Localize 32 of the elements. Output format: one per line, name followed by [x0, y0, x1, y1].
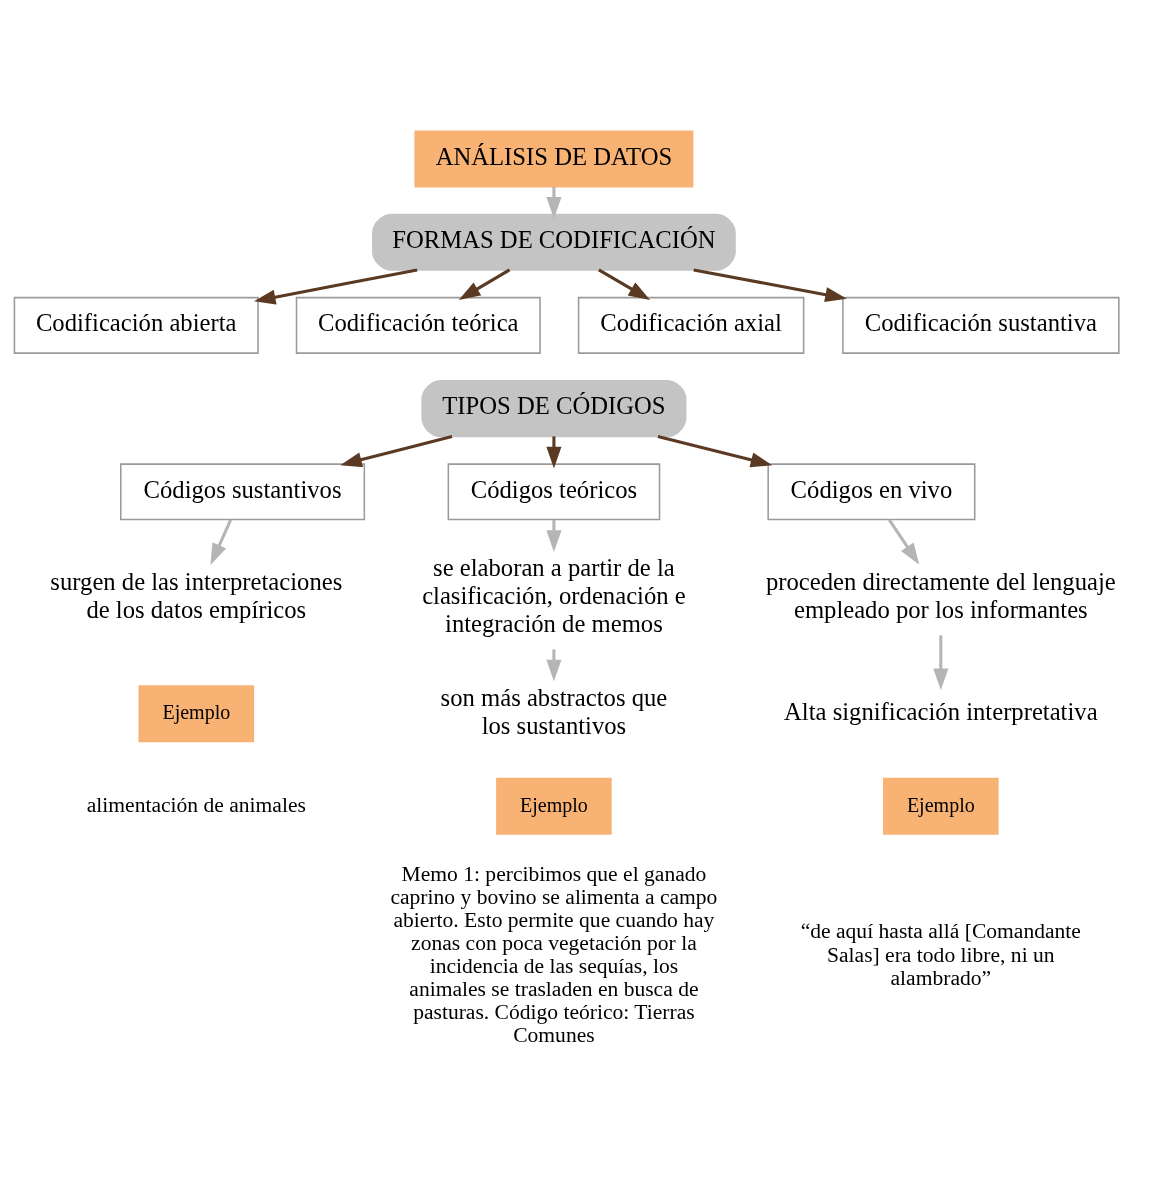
- node-box: ANÁLISIS DE DATOS: [414, 129, 694, 187]
- arrow: [693, 267, 847, 302]
- node-box: Códigos sustantivos: [120, 462, 366, 520]
- node-label: “de aquí hasta allá [Comandante Salas] era todo libre, ni un alambrado”: [800, 918, 1081, 990]
- node-box: Códigos teóricos: [447, 462, 661, 520]
- arrow: [458, 268, 511, 300]
- node-box: Códigos en vivo: [767, 462, 976, 520]
- arrow: [888, 518, 920, 565]
- node-text: Alta significación interpretativa: [784, 697, 1098, 725]
- node-box: FORMAS DE CODIFICACIÓN: [372, 213, 736, 271]
- arrow: [340, 434, 453, 467]
- node-text: son más abstractos que los sustantivos: [440, 683, 668, 739]
- arrow: [253, 267, 418, 305]
- arrow: [657, 434, 773, 467]
- node-box: Codificación axial: [577, 296, 805, 354]
- node-box: Codificación teórica: [295, 296, 541, 354]
- node-box: Ejemplo: [496, 777, 612, 835]
- arrow: [933, 634, 949, 690]
- node-box: Ejemplo: [138, 684, 255, 742]
- node-box: Ejemplo: [883, 777, 999, 835]
- arrow: [598, 268, 651, 300]
- arrow: [546, 648, 562, 681]
- node-label: alimentación de animales: [86, 792, 306, 817]
- arrow: [546, 435, 562, 468]
- arrow: [210, 518, 233, 565]
- node-text: se elaboran a partir de la clasificación, ordenación e integración de memos: [422, 553, 686, 637]
- node-box: TIPOS DE CÓDIGOS: [421, 379, 687, 437]
- node-box: Codificación abierta: [13, 296, 259, 354]
- node-label: Memo 1: percibimos que el ganado caprino y bovino se alimenta a campo abierto. Esto permite que cuando hay zonas con poca vegetación por la incidencia de las sequías, los animales se trasladen en busca de pasturas. Código teórico: Tierras Comunes: [390, 861, 718, 1047]
- node-text: proceden directamente del lenguaje empleado por los informantes: [765, 567, 1116, 623]
- node-text: surgen de las interpretaciones de los datos empíricos: [50, 567, 343, 623]
- node-box: Codificación sustantiva: [842, 296, 1120, 354]
